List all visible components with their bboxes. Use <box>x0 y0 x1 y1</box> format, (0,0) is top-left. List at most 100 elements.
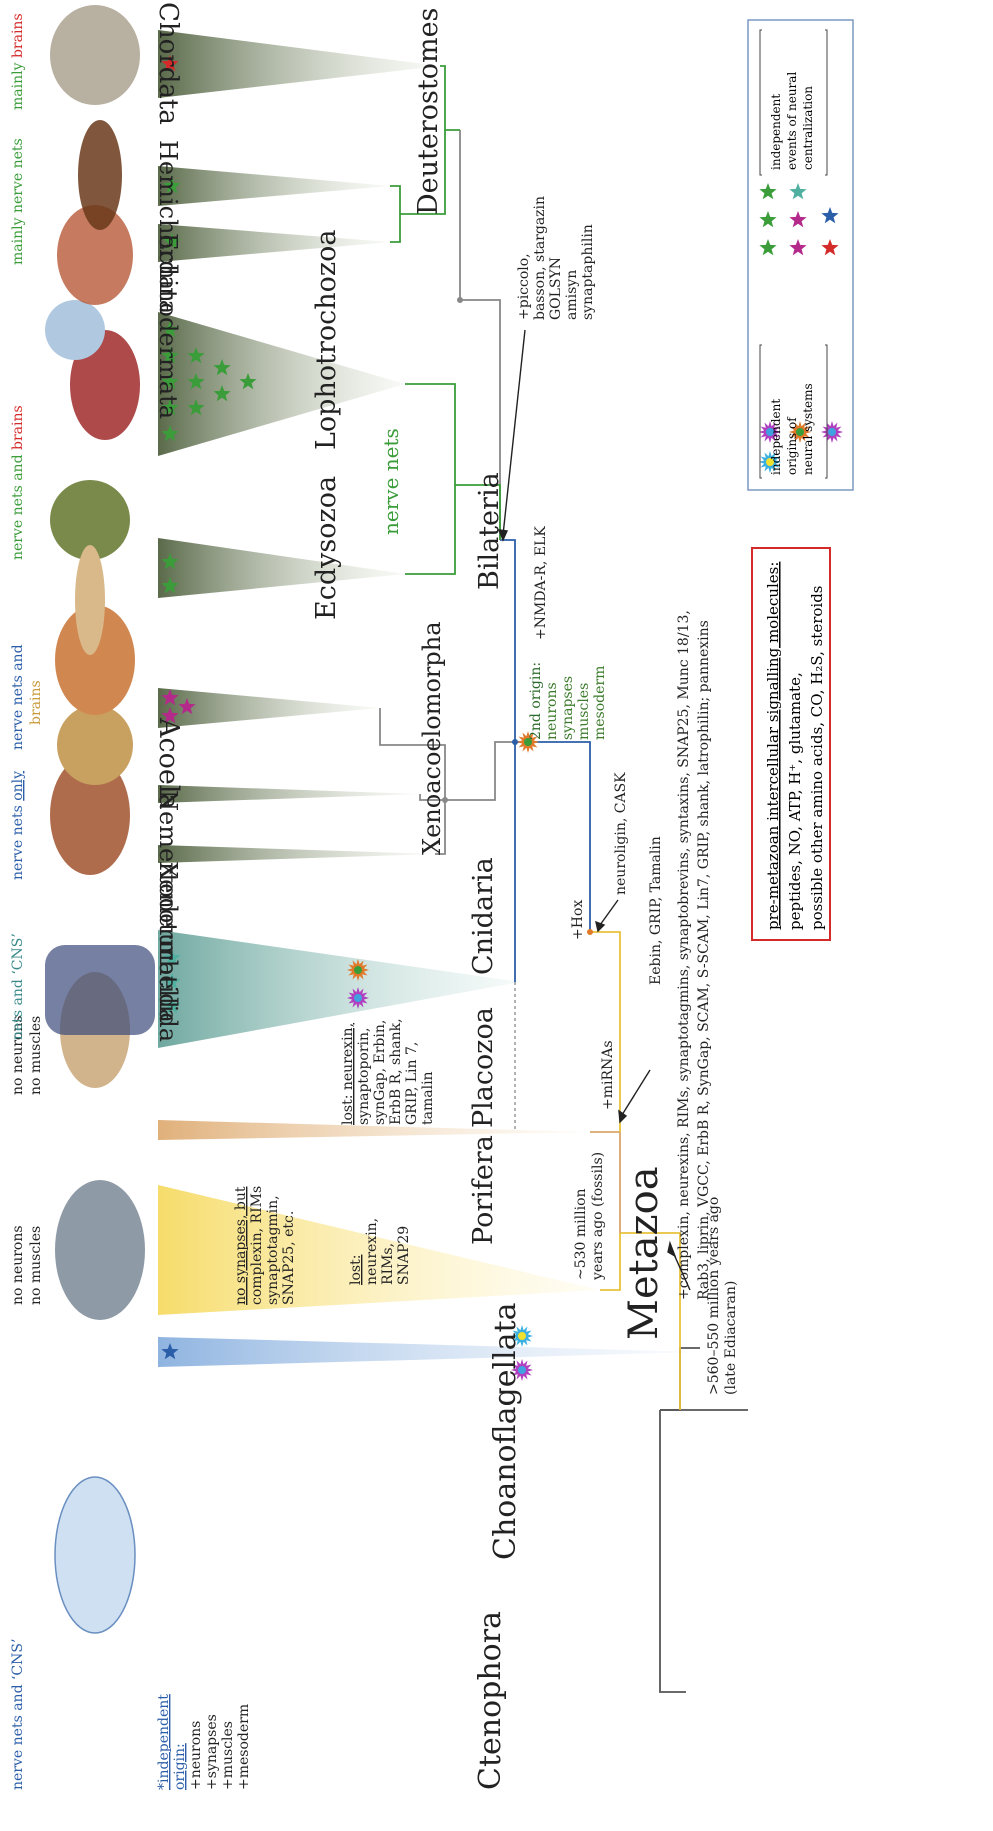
branch-lophotrochozoa <box>405 384 455 485</box>
legend-star-icon <box>759 183 776 199</box>
cnidaria-sparkle-icon-inner <box>354 966 362 974</box>
porifera-lost-line: lost: <box>348 1255 364 1285</box>
arrowhead <box>668 1243 675 1256</box>
legend-central-2: events of neural <box>785 72 799 170</box>
bilateria-genes-line: synaptaphilin <box>580 224 596 320</box>
ediacaran-line: (late Ediacaran) <box>723 1281 739 1395</box>
cnidaria-cone <box>158 930 520 1048</box>
hemichordata-photo <box>78 120 122 230</box>
node-dot <box>587 929 593 935</box>
ctenophora-origin-line: *independent <box>156 1694 172 1790</box>
label-porifera-ns-1: no neurons <box>10 1225 26 1305</box>
acoela-cone <box>158 688 380 728</box>
second-origin-line: muscles <box>576 683 592 740</box>
label-nemertodermatida-ns-b: only <box>10 771 26 801</box>
label-bilateria-ns-b: brains <box>10 405 26 450</box>
taxon-chordata: Chordata <box>153 2 183 125</box>
cnidaria-photo <box>45 945 155 1035</box>
label-nemertodermatida-ns: nerve nets only <box>10 771 26 880</box>
taxon-acoela: Acoela <box>153 717 184 810</box>
porifera-nosyn-line: complexin, RIMs <box>249 1186 265 1305</box>
second-origin-line: neurons <box>544 682 560 740</box>
chordata-cone <box>158 30 440 98</box>
metazoa-genes-line: Rab3, liprin, VGCC, ErbB R, SynGap, SCAM… <box>696 620 712 1300</box>
placozoa-lost-line: lost: neurexin, <box>340 1023 356 1125</box>
porifera-lost-line: RIMs, <box>380 1243 396 1285</box>
neuroligin-label: neuroligin, CASK <box>613 772 629 895</box>
taxon-cnidaria: Cnidaria <box>468 857 499 975</box>
label-acoela-ns-2: brains <box>28 680 44 725</box>
ctenophora-origin-line: +neurons <box>188 1721 204 1790</box>
label-chordata-ns-b: brains <box>10 13 26 58</box>
hox-label: +Hox <box>570 900 586 940</box>
taxon-xenacoelomorpha: Xenoacoelomorpha <box>418 621 446 855</box>
ctenophora-origin-line: +muscles <box>220 1721 236 1790</box>
hemichordata-cone <box>158 166 390 206</box>
legend-signalling-line1: peptides, NO, ATP, H⁺, glutamate, <box>786 672 804 930</box>
ctenophora-origin-line: +mesoderm <box>236 1704 252 1790</box>
nemertodermatida-photo <box>57 705 133 785</box>
second-origin-line: mesoderm <box>592 666 608 740</box>
eebn-label: Eebin, GRIP, Tamalin <box>648 836 664 985</box>
taxon-bilateria: Bilateria <box>474 472 505 590</box>
placozoa-lost-line: GRIP, Lin 7, <box>404 1042 420 1125</box>
lophotrochozoa-snail-photo <box>45 300 105 360</box>
legend-origins-3: neural systems <box>801 383 815 475</box>
legend-central-1: independent <box>769 94 783 170</box>
label-bilateria-ns: nerve nets and brains <box>10 405 26 560</box>
bilateria-genes-line: GOLSYN <box>548 257 564 320</box>
echinodermata-cone <box>158 224 390 262</box>
bilateria-genes-line: basson, stargazin <box>532 196 548 320</box>
label-chordata-ns: mainly brains <box>10 13 26 110</box>
ctenophora-photo <box>55 1477 135 1633</box>
cnidaria-sparkle-icon-inner <box>354 994 362 1002</box>
label-nemertodermatida-ns-a: nerve nets <box>10 801 26 880</box>
label-porifera-ns-2: no muscles <box>28 1226 44 1305</box>
taxon-hemichordata: Hemichordata <box>154 140 182 314</box>
fossils-line: ~530 million <box>573 1188 589 1280</box>
label-deutero-ns: mainly nerve nets <box>10 138 26 265</box>
arrow-neuroligin <box>600 900 618 925</box>
legend-star-icon <box>821 207 838 223</box>
nmdar-label: +NMDA-R, ELK <box>533 526 549 640</box>
legend-signalling-line2: possible other amino acids, CO, H₂S, ste… <box>808 585 826 930</box>
ctenophora-origin-line: origin: <box>172 1743 188 1790</box>
arrowhead <box>619 1111 626 1122</box>
placozoa-lost-line: tamalin <box>420 1071 436 1125</box>
second-origin-line: 2nd origin: <box>528 662 544 740</box>
mirnas-label: +miRNAs <box>600 1040 616 1110</box>
node-dot <box>457 297 463 303</box>
legend-central-3: centralization <box>801 86 815 170</box>
ctenophora-origin-line: +synapses <box>204 1714 220 1790</box>
second-origin-line: synapses <box>560 676 576 740</box>
ecdysozoa-cone <box>158 538 405 598</box>
branch-hemichordata <box>390 186 400 214</box>
label-chordata-ns-a: mainly <box>10 58 26 110</box>
ecdysozoa-worm-photo <box>75 545 105 655</box>
porifera-lost-line: neurexin, <box>364 1218 380 1285</box>
placozoa-lost-line: synGap, Erbin, <box>372 1020 388 1125</box>
label-ctenophora-ns: nerve nets and ‘CNS’ <box>10 1639 26 1790</box>
label-bilateria-ns-a: nerve nets and <box>10 450 26 560</box>
label-placozoa-ns-2: no muscles <box>28 1016 44 1095</box>
legend-star-icon <box>789 183 806 199</box>
taxon-placozoa: Placozoa <box>468 1007 499 1128</box>
legend-star-icon <box>821 239 838 255</box>
legend-box: independent origins of neural systems in… <box>748 20 853 490</box>
ctenophora-cone <box>158 1337 700 1367</box>
porifera-nosyn-line: SNAP25, etc. <box>281 1211 297 1305</box>
legend-origins-2: origins of <box>785 416 799 475</box>
legend-star-icon <box>789 239 806 255</box>
arrow-eebn <box>622 1070 650 1115</box>
legend-star-icon <box>789 211 806 227</box>
porifera-nosyn-line: synaptotagmin, <box>265 1195 281 1305</box>
organism-photos <box>45 5 155 1633</box>
taxon-choanoflagellata: Choanoflagellata <box>488 1302 523 1560</box>
metazoa-genes-line: +complexin, neurexins, RIMs, synaptotagm… <box>676 610 692 1300</box>
branch-cnidaria <box>515 742 590 982</box>
porifera-nosyn-line: no synapses, but <box>233 1186 249 1305</box>
label-nerve-nets-tree: nerve nets <box>379 428 403 535</box>
legend-signalling-title: pre-metazoan intercellular signalling mo… <box>764 562 782 930</box>
taxon-deuterostomes: Deuterostomes <box>413 8 444 215</box>
